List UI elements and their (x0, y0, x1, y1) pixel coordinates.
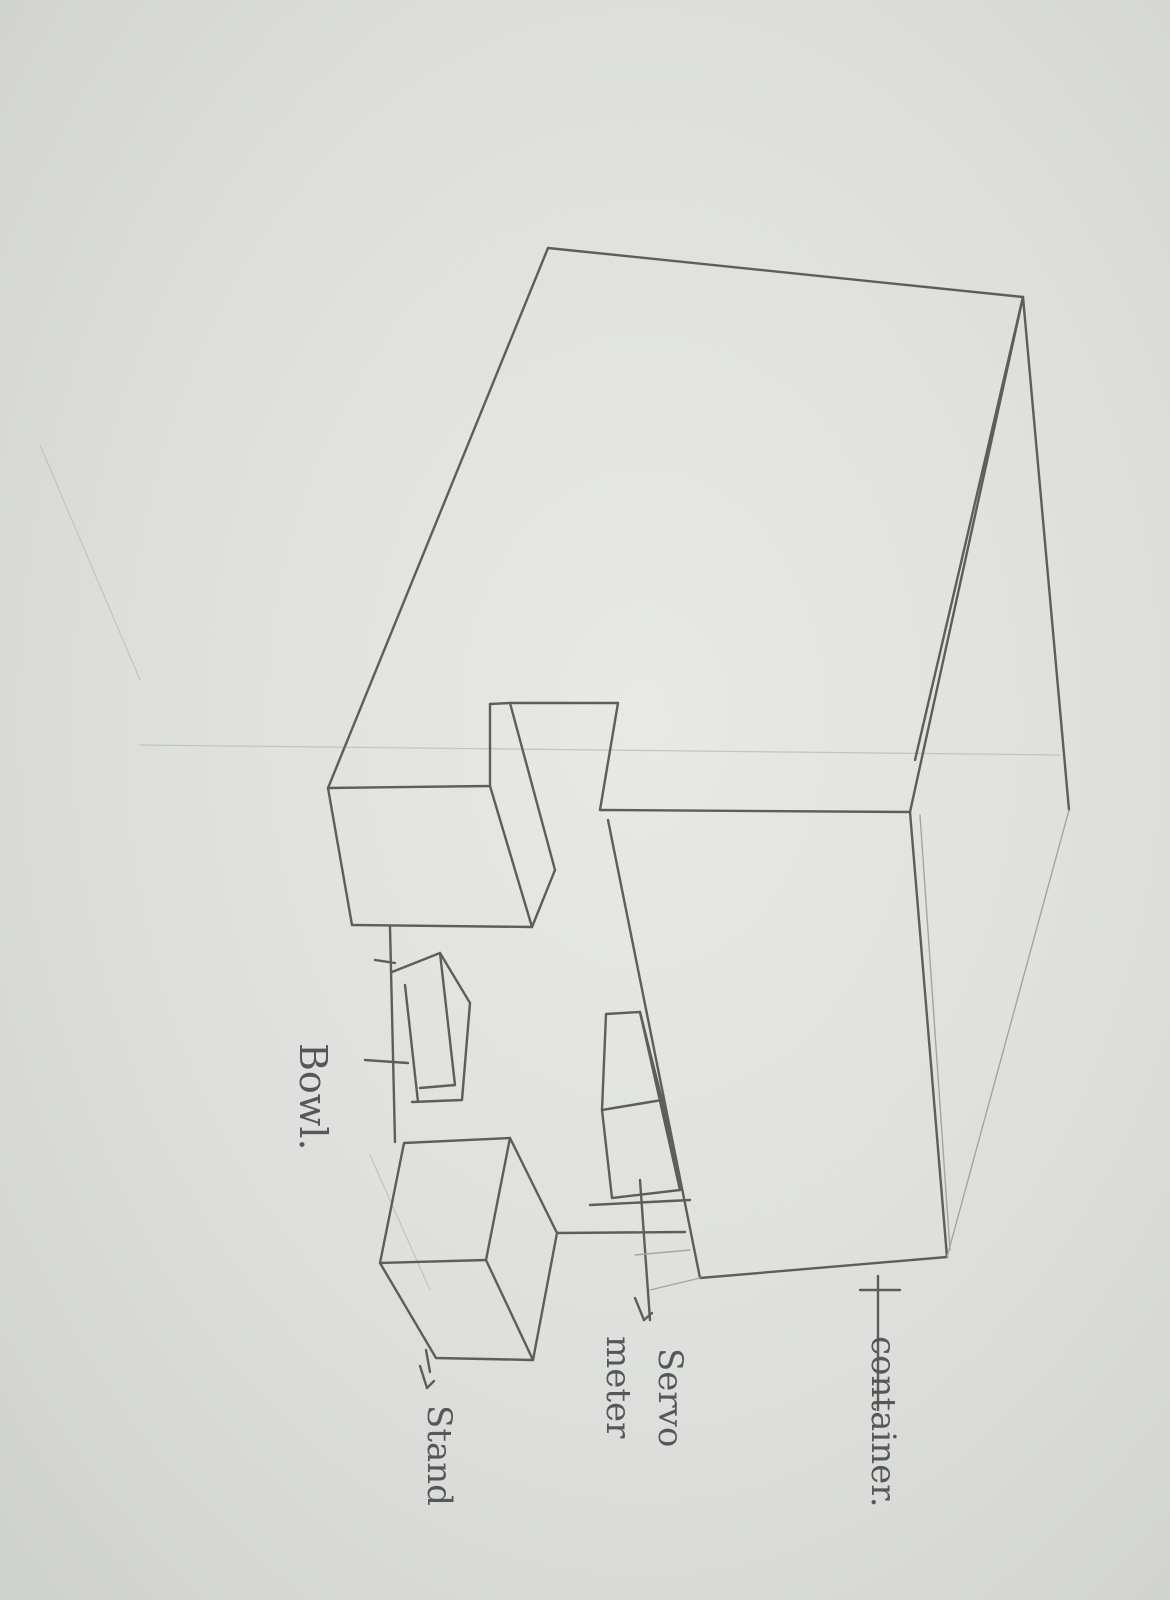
label-stand: Stand (419, 1405, 459, 1506)
label-container: container. (863, 1336, 903, 1508)
label-meter: meter (598, 1336, 638, 1439)
construction-lines (40, 445, 1060, 1290)
label-servo: Servo (650, 1348, 690, 1447)
bowl-shape (365, 927, 470, 1142)
container-shape (328, 248, 1069, 1290)
label-bowl: Bowl. (291, 1043, 335, 1151)
servo-motor-shape (590, 1012, 690, 1320)
chute-shape (328, 703, 618, 927)
